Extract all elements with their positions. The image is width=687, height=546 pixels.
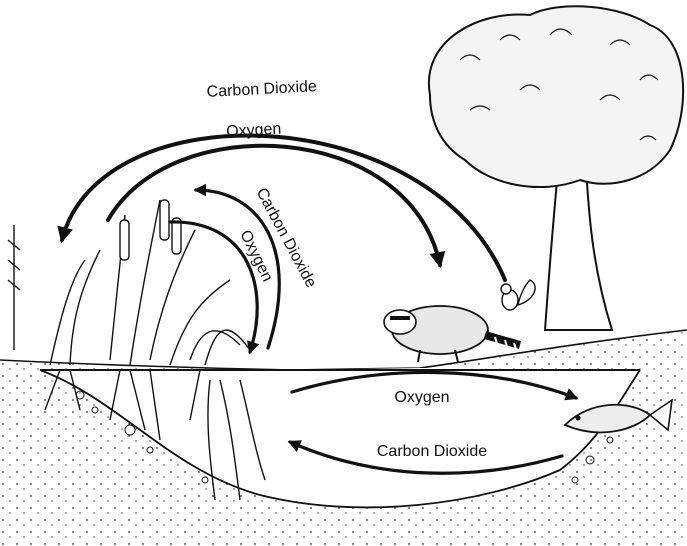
- raccoon: [384, 306, 520, 362]
- label-water-o2: Oxygen: [394, 389, 449, 406]
- squirrel: [501, 280, 535, 310]
- label-outer-o2: Oxygen: [226, 121, 282, 141]
- tree: [429, 6, 683, 330]
- label-water-co2: Carbon Dioxide: [377, 443, 487, 460]
- label-outer-co2: Carbon Dioxide: [206, 78, 317, 101]
